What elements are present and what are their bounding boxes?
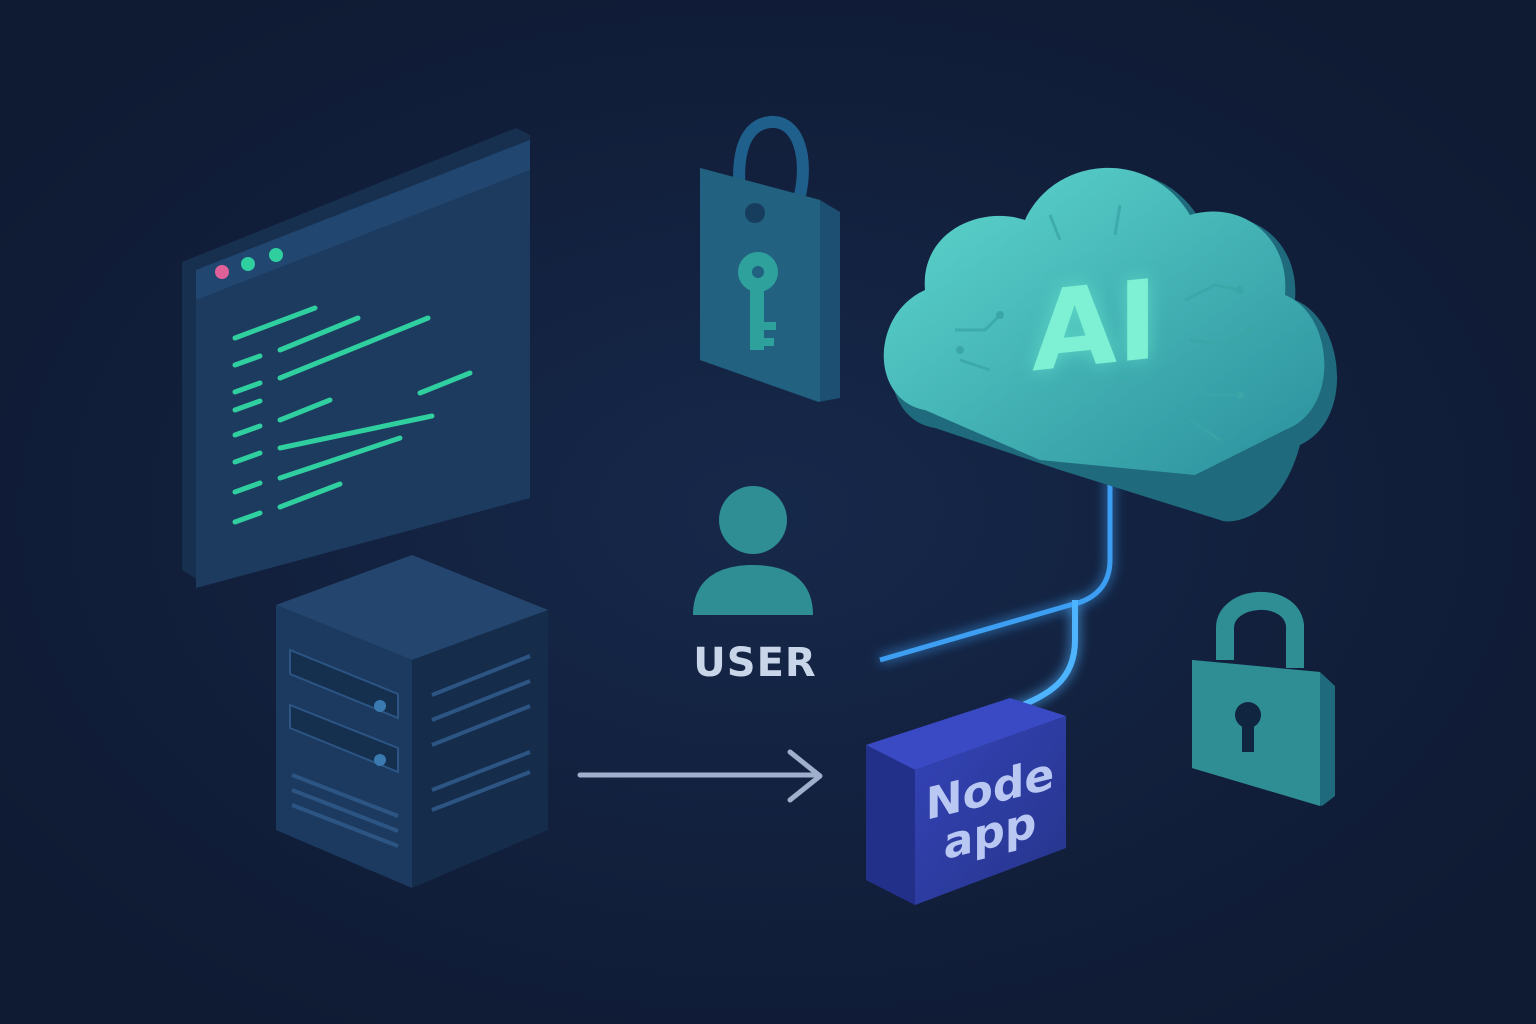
- arrow-head-icon: [787, 749, 823, 803]
- code-lines: [232, 305, 473, 525]
- cloud-icon: [883, 167, 1338, 522]
- padlock-icon: [1192, 592, 1335, 806]
- minimize-dot-icon: [241, 257, 255, 271]
- node-app-box-icon: [866, 698, 1066, 905]
- close-dot-icon: [215, 265, 229, 279]
- user-label: USER: [693, 640, 817, 686]
- key-tag-icon: [700, 116, 840, 402]
- maximize-dot-icon: [269, 248, 283, 262]
- user-icon: [693, 486, 813, 615]
- code-window-icon: [182, 128, 530, 588]
- server-icon: [276, 555, 548, 888]
- ai-label: AI: [1031, 255, 1159, 397]
